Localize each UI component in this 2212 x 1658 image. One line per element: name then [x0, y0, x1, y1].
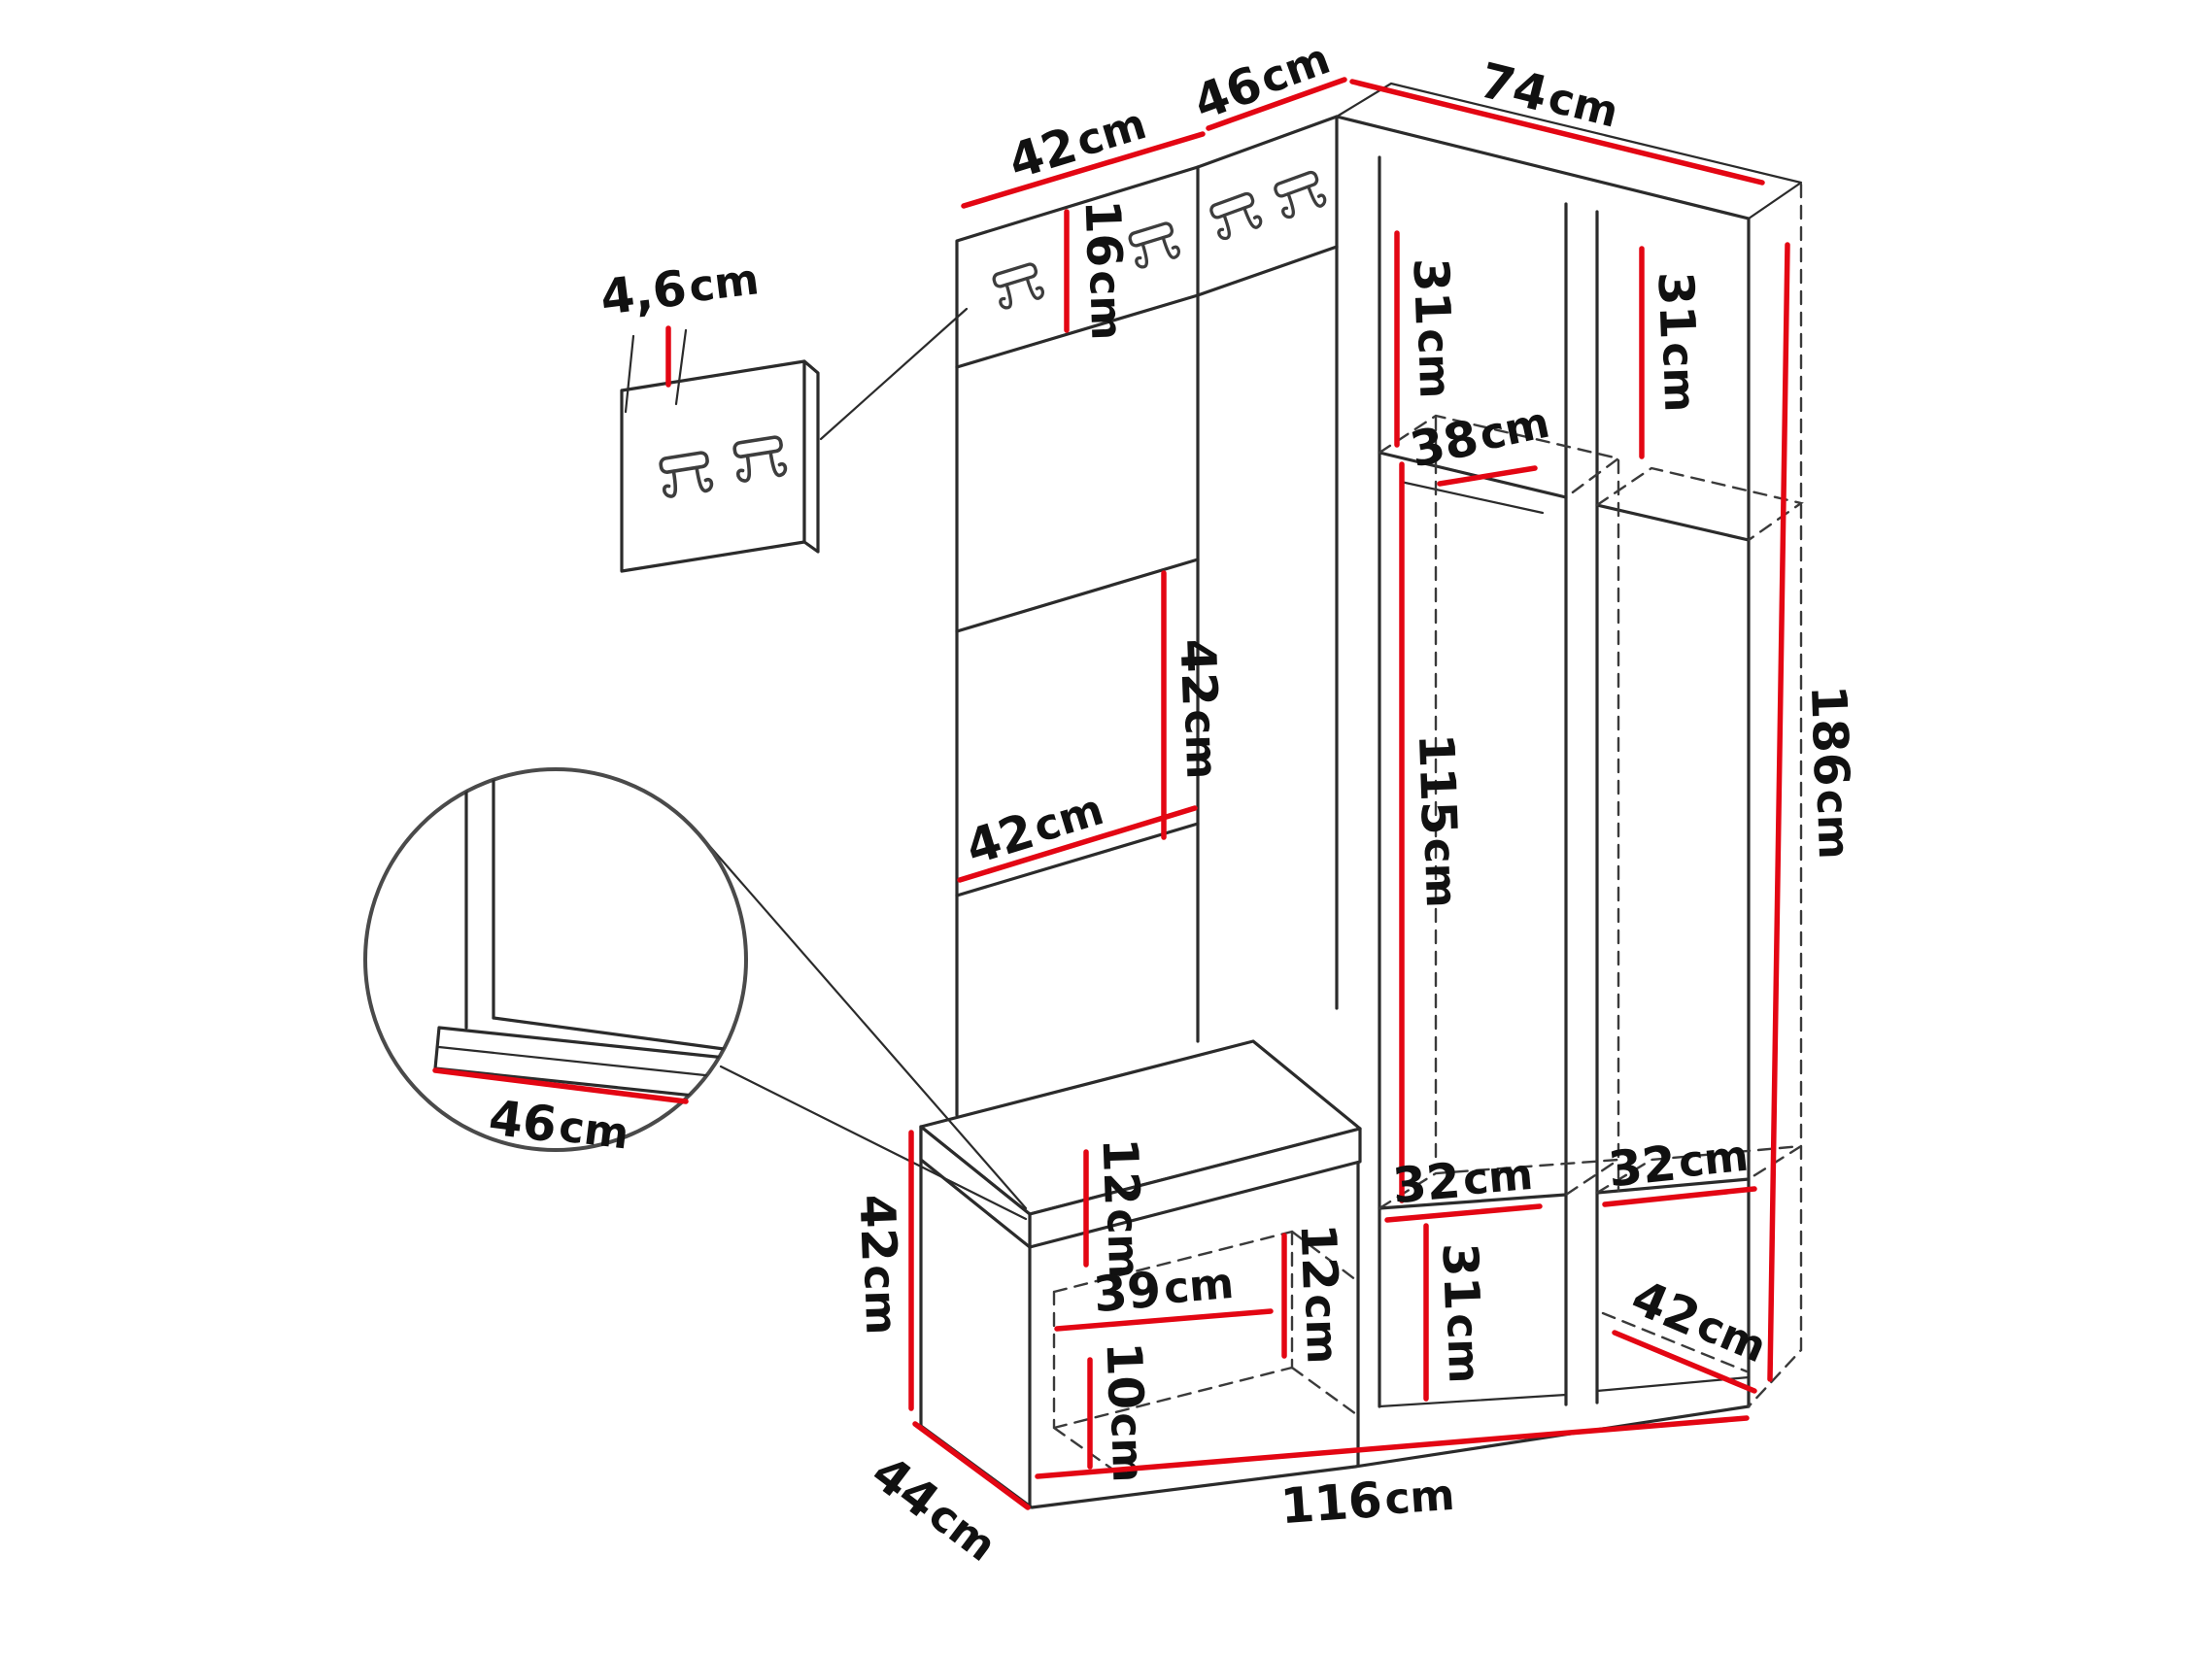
coat-hook-icon: [990, 260, 1046, 312]
magnifier-content: [433, 777, 740, 1101]
wardrobe-divider: [1564, 202, 1599, 1406]
dim-shoe-shelf-right-width: 32cm: [1602, 1127, 1757, 1207]
dim-seat-depth-detail: 46cm: [432, 1067, 689, 1162]
left-shoe-shelf-hidden: [1378, 1158, 1623, 1210]
right-top-shelf: [1595, 503, 1751, 542]
coat-hook-icon: [1208, 190, 1265, 242]
dim-bench-height-label: 42cm: [849, 1194, 910, 1336]
dim-bench-bottom-height-label: 10cm: [1096, 1341, 1157, 1483]
wardrobe-front-top-right: [1335, 115, 1751, 1408]
dim-top-shelf-left-height-label: 31cm: [1403, 257, 1464, 399]
dim-panel-square-width-label: 42cm: [959, 781, 1109, 876]
dim-bench-height: 42cm: [849, 1130, 914, 1411]
dim-hook-strip-height: 16cm: [1064, 199, 1136, 341]
detail-leader-line: [819, 307, 969, 441]
dim-top-shelf-left-height: 31cm: [1394, 230, 1464, 448]
dim-top-width-right: 74cm: [1349, 51, 1765, 186]
right-shoe-shelf: [1595, 1177, 1751, 1195]
coat-hook-icon: [1126, 220, 1182, 271]
wall-panel-side: [802, 359, 820, 554]
left-top-shelf: [1378, 451, 1568, 499]
dim-bench-depth: 44cm: [862, 1421, 1031, 1573]
dim-shoe-shelf-right-width-label: 32cm: [1606, 1127, 1752, 1198]
hook-strip-line: [955, 293, 1200, 369]
bench-cushion-side: [919, 1125, 1032, 1249]
detail-seat-seam: [437, 1045, 734, 1080]
coat-hooks: [990, 169, 1329, 312]
dim-top-shelf-right-height-label: 31cm: [1648, 271, 1709, 413]
right-base-hidden: [1601, 1311, 1749, 1373]
dim-total-height: 186cm: [1767, 242, 1862, 1382]
wardrobe-top-face: [1335, 82, 1803, 220]
back-corner-right-hidden: [1747, 183, 1803, 1408]
dim-bench-inner-height: 12cm: [1281, 1223, 1351, 1365]
dim-bottom-section-height: 31cm: [1423, 1223, 1493, 1402]
left-shoe-shelf: [1378, 1193, 1568, 1210]
dim-right-side-depth-label: 42cm: [1624, 1269, 1776, 1375]
dim-top-width-left: 42cm: [961, 95, 1206, 209]
dim-right-side-depth: 42cm: [1612, 1269, 1776, 1394]
dim-panel-square-height: 42cm: [1161, 570, 1231, 840]
dim-top-width-corner: 46cm: [1186, 30, 1347, 131]
dim-bench-inner-width: 39cm: [1054, 1254, 1274, 1332]
magnifier-circle: [363, 767, 748, 1152]
dim-bench-top-height: 12cm: [1083, 1137, 1153, 1279]
dim-panel-square-height-label: 42cm: [1170, 638, 1231, 780]
bench: [919, 1039, 1362, 1509]
dim-bench-bottom-height: 10cm: [1087, 1341, 1157, 1483]
dim-top-width-left-label: 42cm: [1002, 95, 1152, 190]
dim-total-height-label: 186cm: [1800, 684, 1862, 860]
corner-face-edges: [1196, 115, 1339, 1010]
dim-shoe-shelf-left-width-label: 32cm: [1390, 1145, 1535, 1213]
dim-top-width-right-label: 74cm: [1475, 51, 1624, 140]
right-shelf-hidden-edges: [1595, 466, 1804, 542]
magnifier-leader-lines: [697, 831, 1028, 1221]
dim-shoe-shelf-left-width: 32cm: [1384, 1145, 1543, 1223]
left-shelf-hidden-edges: [1378, 414, 1621, 499]
wall-panel-front: [620, 359, 806, 573]
panel-column-left-edge: [955, 165, 1200, 1117]
thickness-witness-lines: [624, 328, 688, 414]
dim-rail-depth-label: 38cm: [1406, 393, 1554, 478]
dim-bench-inner-height-label: 12cm: [1290, 1223, 1351, 1365]
coat-hook-icon: [1272, 169, 1329, 220]
dim-panel-thickness: 4,6cm: [597, 251, 762, 388]
dim-seat-depth-detail-label: 46cm: [486, 1089, 632, 1162]
dim-total-width-label: 116cm: [1278, 1466, 1456, 1534]
dim-top-shelf-right-height: 31cm: [1639, 246, 1709, 459]
panel-seam-1: [955, 558, 1200, 633]
base-lines: [1378, 1375, 1751, 1408]
dim-total-width: 116cm: [1035, 1415, 1750, 1535]
wall-hook-panel-detail: [620, 307, 969, 573]
panel-seam-2: [955, 822, 1200, 897]
bench-storage-hidden: [1052, 1230, 1358, 1474]
dim-hanging-space-height: 115cm: [1399, 461, 1470, 1203]
dim-bench-top-height-label: 12cm: [1092, 1137, 1153, 1279]
hanging-rail: [1399, 480, 1545, 515]
dim-hanging-space-height-label: 115cm: [1408, 732, 1470, 908]
corner-hook-strip-line: [1196, 245, 1339, 297]
dim-hook-strip-height-label: 16cm: [1074, 199, 1136, 341]
dim-top-width-corner-label: 46cm: [1186, 30, 1338, 131]
dim-rail-depth: 38cm: [1406, 393, 1554, 487]
detail-seat-top: [492, 1016, 740, 1053]
seat-corner-magnifier: [363, 767, 1028, 1221]
dim-bench-depth-label: 44cm: [862, 1444, 1007, 1573]
dim-panel-thickness-label: 4,6cm: [597, 251, 762, 325]
main-unit-outline: [919, 82, 1804, 1509]
dim-bottom-section-height-label: 31cm: [1432, 1242, 1493, 1384]
dim-panel-square-width: 42cm: [957, 781, 1198, 883]
dim-bench-inner-width-label: 39cm: [1091, 1254, 1236, 1322]
